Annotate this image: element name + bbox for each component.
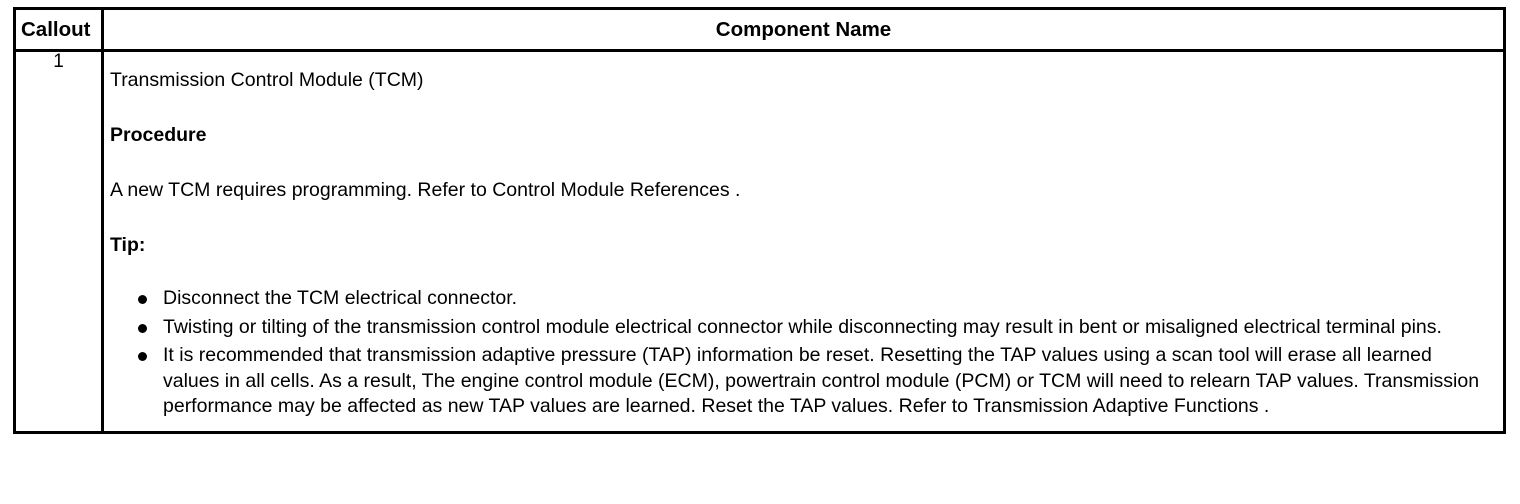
list-item-text: Twisting or tilting of the transmission … <box>163 315 1442 338</box>
list-item: Twisting or tilting of the transmission … <box>110 315 1493 341</box>
procedure-paragraph: A new TCM requires programming. Refer to… <box>110 179 741 201</box>
table-header-row: Callout Component Name <box>13 7 1506 52</box>
list-item: It is recommended that transmission adap… <box>110 343 1493 420</box>
table-row: 1 Transmission Control Module (TCM) Proc… <box>13 49 1506 434</box>
table-body: 1 Transmission Control Module (TCM) Proc… <box>13 49 1506 434</box>
bullet-dot-icon <box>138 323 147 333</box>
procedure-heading: Procedure <box>110 124 207 146</box>
component-description-content: Transmission Control Module (TCM) Proced… <box>104 52 1503 431</box>
list-item-text: Disconnect the TCM electrical connector. <box>163 287 518 309</box>
callout-number-cell: 1 <box>13 49 104 434</box>
list-item-text: It is recommended that transmission adap… <box>163 344 1480 417</box>
spacer-after-procedure-paragraph <box>110 201 1493 234</box>
component-callout-table: Callout Component Name 1 Transmission Co… <box>13 7 1506 434</box>
spacer-after-title <box>110 91 1493 124</box>
spacer-after-procedure-heading <box>110 146 1493 179</box>
tip-bullet-list: Disconnect the TCM electrical connector.… <box>110 286 1493 420</box>
column-header-component-name-label: Component Name <box>715 18 892 41</box>
bullet-dot-icon <box>138 352 147 361</box>
callout-number: 1 <box>53 51 64 72</box>
list-item: Disconnect the TCM electrical connector. <box>110 286 1493 312</box>
column-header-callout: Callout <box>13 7 104 52</box>
component-title: Transmission Control Module (TCM) <box>110 69 424 91</box>
bullet-dot-icon <box>138 295 147 304</box>
spacer-after-tip-heading <box>110 256 1493 286</box>
component-description-cell: Transmission Control Module (TCM) Proced… <box>101 49 1506 434</box>
tip-heading: Tip: <box>110 234 146 256</box>
column-header-callout-label: Callout <box>21 18 91 41</box>
table-header: Callout Component Name <box>13 7 1506 52</box>
column-header-component-name: Component Name <box>101 7 1506 52</box>
